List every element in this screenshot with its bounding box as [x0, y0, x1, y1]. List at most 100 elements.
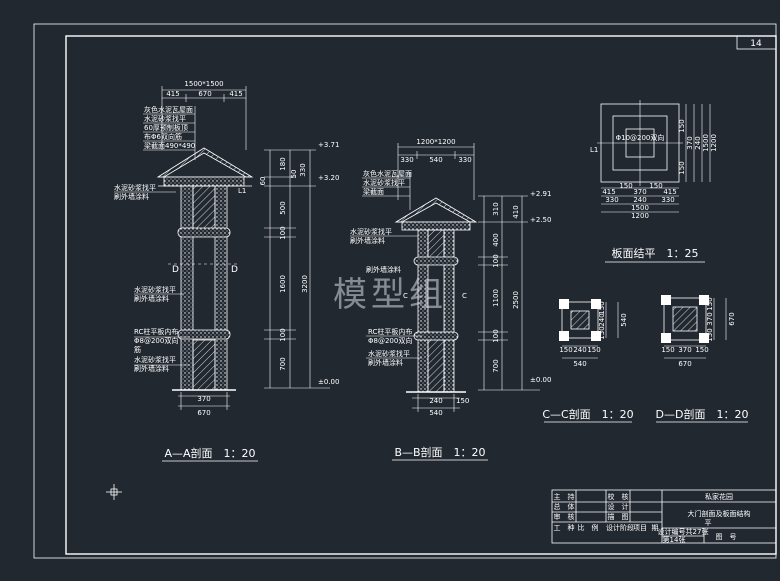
aa-height-9: 50 — [290, 170, 298, 179]
tb-cell-6: 设 计 — [608, 502, 629, 511]
plan-right-dim-6: 1200 — [710, 134, 718, 152]
bb-height-5: 100 — [492, 329, 500, 342]
aa-callout-5: 梁截面490*490 — [144, 141, 195, 150]
bb-bottom-dim-3: 150 — [456, 397, 469, 405]
cc-dim-5: 150 — [598, 301, 606, 314]
tb-drawing: 大门剖面及板面结构 — [688, 509, 751, 518]
bb-elev-top: +2.91 — [530, 190, 551, 198]
dd-dim-3: 150 — [695, 346, 708, 354]
plan-section: Φ10@200双向 L1 415 370 415 330 240 330 150… — [590, 100, 718, 263]
aa-height-4: 100 — [279, 226, 287, 239]
aa-column-core-top — [192, 185, 216, 231]
section-bb: 1200*1200 330 540 330 灰色水泥瓦屋面 水泥砂浆找平 梁截面… — [350, 138, 551, 461]
cc-title: C—C剖面 1：20 — [542, 407, 633, 421]
tb-sheet: 第14张 — [663, 535, 686, 544]
tb-number: 设计编号共27张 — [658, 527, 709, 536]
bb-section-letter-right: C — [462, 292, 467, 300]
plan-bottom-dim-8: 1200 — [631, 212, 649, 220]
aa-title: A—A剖面 1：20 — [164, 446, 255, 460]
section-cc: 150 240 150 540 150 240 150 540 C—C剖面 1：… — [542, 299, 634, 423]
bb-height-7: 400 — [492, 233, 500, 246]
aa-right-column — [214, 185, 228, 391]
aa-top-dim-1: 415 — [166, 90, 179, 98]
aa-callout-13: 水泥砂浆找平 — [134, 355, 176, 364]
tb-cell-1: 主 持 — [554, 492, 575, 501]
dd-dim-4: 670 — [678, 360, 691, 368]
aa-callout-2: 水泥砂浆找平 — [144, 114, 186, 123]
aa-height-1: 180 — [279, 157, 287, 170]
bb-bottom-dim-2: 540 — [429, 409, 442, 417]
bb-top-dim-1: 330 — [400, 156, 413, 164]
cc-dim-6: 240 — [598, 313, 606, 326]
dd-dim-2: 370 — [678, 346, 691, 354]
plan-bottom-dim-5: 240 — [633, 196, 646, 204]
cc-dim-3: 150 — [587, 346, 600, 354]
tb-mid-2: 项目 — [633, 524, 647, 532]
cc-dim-1: 150 — [559, 346, 572, 354]
bb-callout-7: RC柱平板内布 — [368, 327, 412, 336]
aa-elev-top: +3.71 — [318, 141, 339, 149]
dd-dim-6: 370 — [706, 312, 714, 325]
aa-callout-1: 灰色水泥瓦屋面 — [144, 105, 193, 114]
aa-roof — [156, 147, 254, 178]
aa-elev-mid: +3.20 — [318, 174, 339, 182]
plan-center-label: Φ10@200双向 — [616, 133, 665, 142]
aa-callout-6: 水泥砂浆找平 — [114, 183, 156, 192]
dd-dim-5: 150 — [706, 297, 714, 310]
aa-elev-ground: ±0.00 — [318, 378, 339, 386]
bb-title: B—B剖面 1：20 — [394, 445, 485, 459]
crosshair-icon — [106, 484, 122, 500]
aa-top-dim-total: 1500*1500 — [184, 80, 223, 88]
tb-project: 私家花园 — [705, 492, 733, 501]
aa-height-5: 1600 — [279, 275, 287, 293]
bb-callout-4: 水泥砂浆找平 — [350, 227, 392, 236]
dd-dim-7: 150 — [706, 328, 714, 341]
aa-callout-8: 水泥砂浆找平 — [134, 285, 176, 294]
plan-title: 板面结平 1：25 — [612, 246, 699, 260]
bb-callout-9: 水泥砂浆找平 — [368, 349, 410, 358]
cc-dim-4: 540 — [573, 360, 586, 368]
aa-callout-3: 60厚预制板顶 — [144, 123, 188, 132]
cc-dim-7: 150 — [598, 326, 606, 339]
plan-right-dim-5: 1500 — [702, 134, 710, 152]
tb-cell-7: 描 图 — [608, 512, 629, 521]
aa-callout-12: 筋 — [134, 345, 141, 354]
bb-bottom-dim-1: 240 — [429, 397, 442, 405]
bb-section-letter-left: C — [403, 292, 408, 300]
aa-column-core-bottom — [192, 339, 216, 391]
dd-dim-1: 150 — [661, 346, 674, 354]
watermark: 模型组 — [333, 275, 447, 315]
aa-callout-11: Φ8@200双向 — [134, 336, 178, 345]
plan-right-dim-1: 150 — [678, 119, 686, 132]
tb-drawing-cont: 平 — [705, 519, 712, 527]
bb-height-4: 1100 — [492, 289, 500, 307]
dd-title: D—D剖面 1：20 — [656, 407, 749, 421]
sheet-number: 14 — [750, 39, 762, 49]
plan-right-dim-2: 370 — [686, 136, 694, 149]
plan-top-dim-2: 150 — [649, 182, 662, 190]
aa-height-3: 500 — [279, 201, 287, 214]
aa-height-7: 700 — [279, 357, 287, 370]
section-aa: 1500*1500 415 670 415 灰色水泥瓦屋面 水泥砂浆找平 60厚… — [114, 80, 339, 462]
aa-height-6: 100 — [279, 328, 287, 341]
inner-border — [65, 35, 777, 555]
bb-height-1: 310 — [492, 202, 500, 215]
tb-cell-3: 审 核 — [554, 512, 575, 521]
sheet-number-box — [736, 35, 777, 50]
plan-top-dim-1: 150 — [619, 182, 632, 190]
bb-callout-2: 水泥砂浆找平 — [363, 178, 405, 187]
aa-callout-4: 布Φ6双向筋 — [144, 132, 182, 141]
plan-l1: L1 — [590, 146, 598, 154]
tb-sheet-label: 图 号 — [716, 533, 737, 541]
tb-cell-4: 工 种 — [554, 523, 575, 532]
cc-dim-8: 540 — [620, 313, 628, 326]
plan-bottom-dim-3: 415 — [663, 188, 676, 196]
bb-top-dim-3: 330 — [458, 156, 471, 164]
aa-callout-7: 刷外墙涂料 — [114, 192, 149, 201]
bb-elev-ground: ±0.00 — [530, 376, 551, 384]
plan-right-dim-4: 150 — [678, 161, 686, 174]
bb-roof-callouts: 灰色水泥瓦屋面 水泥砂浆找平 梁截面 — [362, 169, 412, 210]
bb-roof — [394, 197, 478, 223]
aa-callout-14: 刷外墙涂料 — [134, 364, 169, 373]
